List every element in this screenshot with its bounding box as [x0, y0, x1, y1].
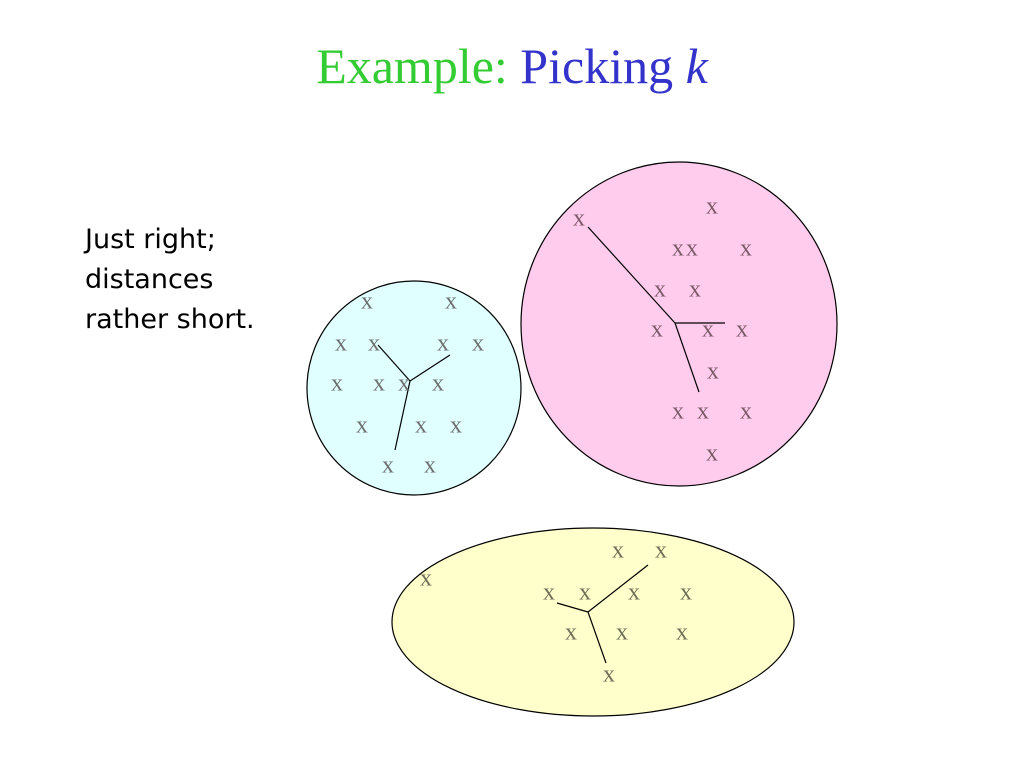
cluster-point: x [686, 236, 698, 262]
cyan-distance-line-2 [409, 354, 451, 382]
cluster-point: x [420, 566, 432, 592]
yellow-points: x x x x x x x x x x x [420, 538, 692, 688]
cluster-point: x [655, 538, 667, 564]
yellow-distance-line-3 [587, 611, 607, 664]
cluster-yellow: x x x x x x x x x x x [391, 527, 795, 717]
cluster-point: x [651, 317, 663, 343]
cyan-distance-line-3 [394, 380, 411, 451]
caption-line-1: Just right; [85, 224, 216, 255]
cluster-point: x [612, 538, 624, 564]
cluster-point: x [740, 236, 752, 262]
cluster-point: x [398, 371, 410, 397]
cluster-point: x [543, 580, 555, 606]
cluster-point: x [368, 331, 380, 357]
cluster-point: x [672, 399, 684, 425]
cluster-point: x [676, 620, 688, 646]
cluster-point: x [573, 206, 585, 232]
cluster-point: x [472, 331, 484, 357]
cluster-point: x [415, 413, 427, 439]
cluster-point: x [702, 317, 714, 343]
cluster-point: x [706, 194, 718, 220]
cluster-point: x [356, 413, 368, 439]
cluster-point: x [654, 277, 666, 303]
cluster-point: x [680, 580, 692, 606]
cluster-point: x [361, 289, 373, 315]
cluster-point: x [707, 359, 719, 385]
cluster-point: x [689, 277, 701, 303]
cluster-point: x [432, 371, 444, 397]
yellow-distance-line-2 [587, 564, 649, 613]
caption-line-3: rather short. [85, 304, 255, 335]
cyan-points: x x x x x x x x x x x x x x x [331, 289, 484, 479]
cluster-point: x [335, 331, 347, 357]
cluster-point: x [706, 441, 718, 467]
cluster-point: x [331, 371, 343, 397]
yellow-distance-line-1 [556, 602, 589, 613]
cluster-cyan-boundary [306, 280, 522, 496]
cluster-point: x [603, 662, 615, 688]
cluster-yellow-boundary [391, 527, 795, 717]
cluster-point: x [628, 580, 640, 606]
cluster-point: x [382, 453, 394, 479]
pink-points: x x x x x x x x x x x x x x x [573, 194, 752, 467]
cluster-point: x [373, 371, 385, 397]
pink-distance-line-3 [674, 322, 700, 393]
cluster-point: x [616, 620, 628, 646]
cluster-pink-boundary [520, 161, 838, 487]
cluster-point: x [672, 236, 684, 262]
slide-title: Example: Picking k [0, 36, 1024, 96]
cluster-point: x [450, 413, 462, 439]
title-picking: Picking [520, 38, 674, 94]
pink-distance-line-1 [587, 226, 676, 324]
cluster-point: x [445, 289, 457, 315]
cluster-point: x [424, 453, 436, 479]
cyan-distance-line-1 [377, 344, 411, 382]
caption-line-2: distances [85, 264, 214, 295]
cluster-point: x [565, 620, 577, 646]
caption-text: Just right; distances rather short. [85, 220, 305, 340]
cluster-point: x [579, 580, 591, 606]
cluster-cyan: x x x x x x x x x x x x x x x [306, 280, 522, 496]
title-k: k [685, 38, 708, 94]
title-example: Example: [316, 38, 508, 94]
cluster-point: x [437, 331, 449, 357]
cluster-point: x [736, 317, 748, 343]
cluster-pink: x x x x x x x x x x x x x x x [520, 161, 838, 487]
cluster-point: x [740, 399, 752, 425]
cluster-point: x [697, 399, 709, 425]
